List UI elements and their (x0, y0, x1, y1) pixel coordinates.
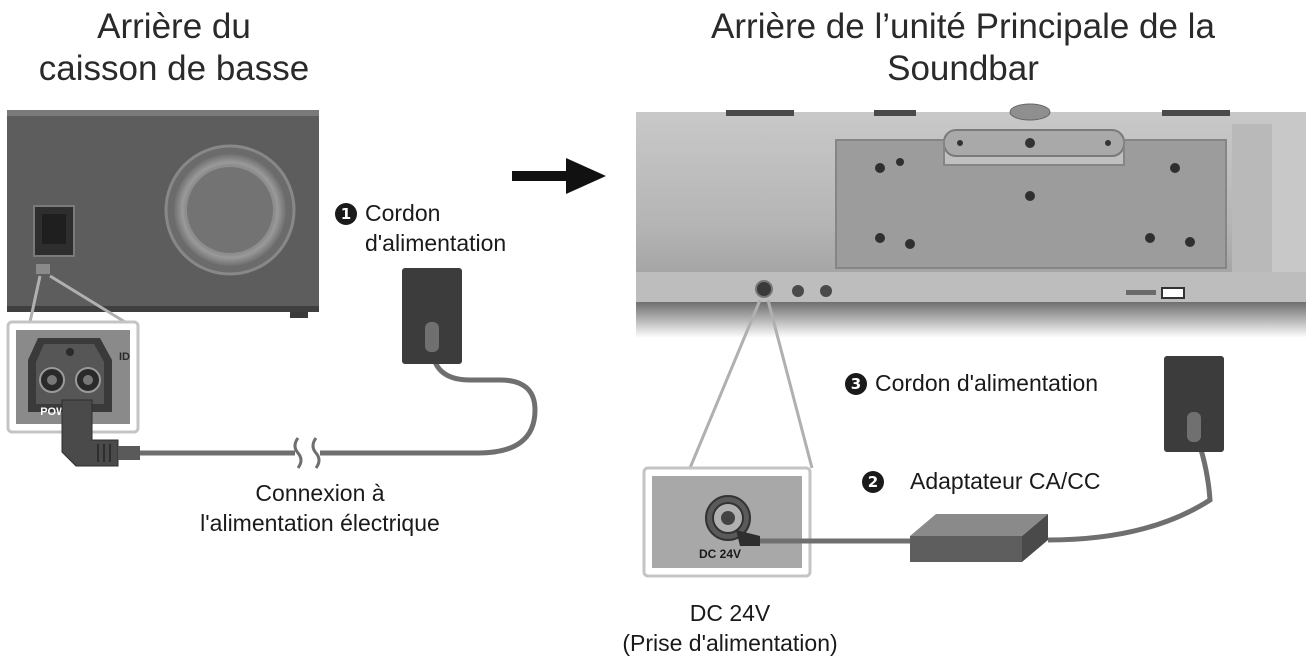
subwoofer-title-line1: Arrière du (97, 7, 251, 46)
dc-port-zoom: DC 24V (642, 466, 812, 578)
soundbar-callout (688, 299, 814, 469)
dc-label: DC 24V (Prise d'alimentation) (560, 598, 900, 658)
subwoofer-power-plug (61, 399, 140, 467)
dc-label-line2: (Prise d'alimentation) (622, 630, 838, 656)
id-port-text: ID (119, 351, 130, 363)
subwoofer-power-cable (140, 344, 538, 469)
connection-label: Connexion à l'alimentation électrique (140, 478, 500, 538)
step-1-badge: 1 (335, 203, 357, 225)
soundbar-title: Arrière de l’unité Principale de la Soun… (620, 6, 1306, 90)
subwoofer-title-line2: caisson de basse (38, 49, 310, 88)
wall-outlet-icon (402, 268, 462, 364)
connection-label-line2: l'alimentation électrique (200, 510, 440, 536)
dc-port-text: DC 24V (699, 547, 741, 561)
dc-power-cable (760, 439, 1213, 544)
step-2-badge: 2 (862, 471, 884, 493)
subwoofer-callout (28, 274, 126, 324)
arrow-right-icon (512, 158, 606, 194)
connection-label-line1: Connexion à (255, 480, 385, 506)
subwoofer-speaker-icon (164, 144, 296, 276)
dc-label-line1: DC 24V (689, 600, 771, 626)
subwoofer-title: Arrière du caisson de basse (14, 6, 334, 90)
ac-dc-adapter-icon (910, 514, 1048, 562)
soundbar-back-panel (636, 103, 1306, 338)
soundbar-title-line2: Soundbar (887, 49, 1039, 88)
soundbar-title-line1: Arrière de l’unité Principale de la (711, 7, 1215, 46)
subwoofer-cord-label-line2: d'alimentation (365, 230, 507, 256)
step-3-badge: 3 (845, 373, 867, 395)
soundbar-wall-outlet-icon (1164, 356, 1224, 452)
power-socket-zoom: POWER ID (6, 320, 140, 434)
